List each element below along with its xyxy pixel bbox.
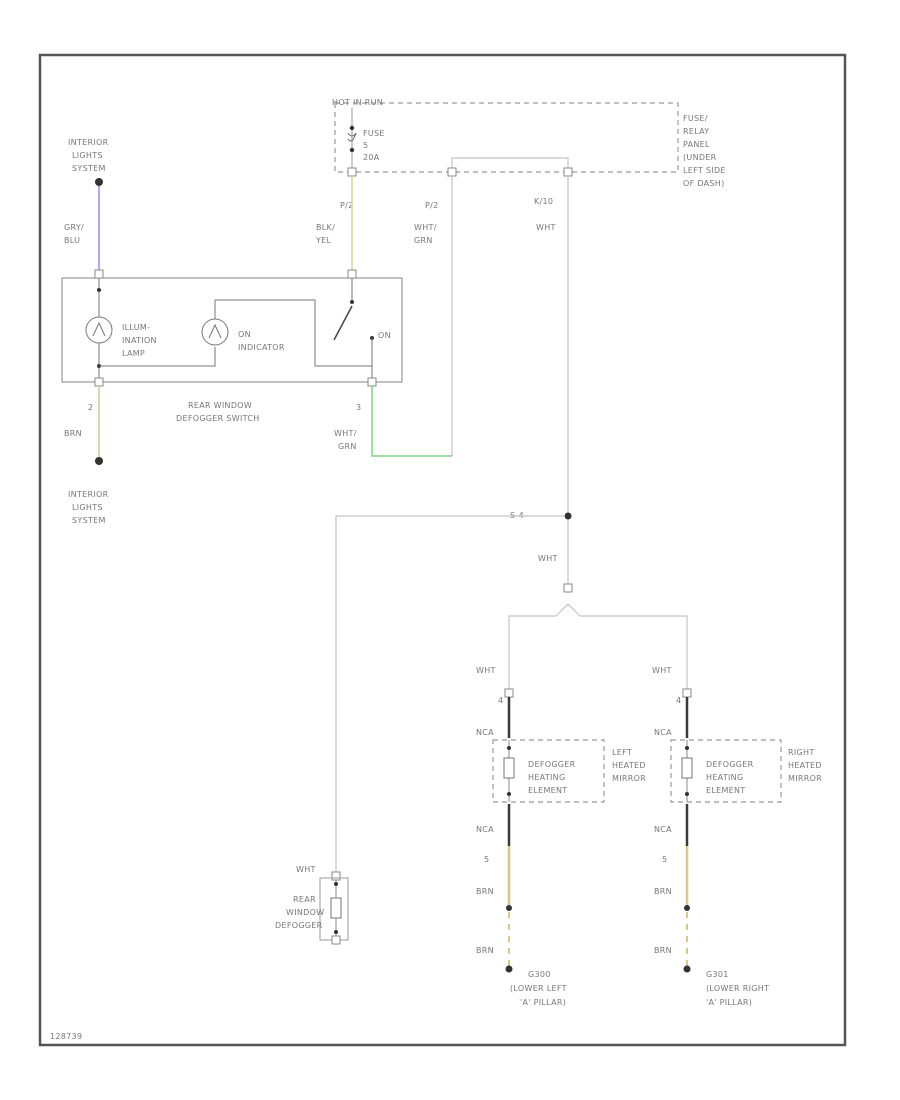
defogger-switch: ILLUM- INATION LAMP ON INDICATOR ON xyxy=(61,269,403,387)
wire-wht-grn-bot-label-2: GRN xyxy=(338,442,357,451)
right-mirror-label-3: MIRROR xyxy=(788,774,822,783)
pin-rm-top: 4 xyxy=(676,696,681,705)
fuse-panel-label-3: PANEL xyxy=(683,140,710,149)
g300-label-3: 'A' PILLAR) xyxy=(520,998,566,1007)
right-element-label: DEFOGGER xyxy=(706,760,754,769)
nca-rm-bot: NCA xyxy=(654,825,672,834)
fuse-label: FUSE xyxy=(363,129,385,138)
fuse-relay-panel: HOT IN RUN FUSE 5 20A FUSE/ RELAY PANEL … xyxy=(332,98,726,188)
pin-p2-mid: P/2 xyxy=(425,201,439,210)
pin-lm-bot: 5 xyxy=(484,855,489,864)
nca-rm-top: NCA xyxy=(654,728,672,737)
on-indicator-label-2: INDICATOR xyxy=(238,343,285,352)
rear-defogger-label: REAR xyxy=(293,895,316,904)
rear-defogger-label-2: WINDOW xyxy=(286,908,324,917)
wire-wht-grn-top-label: WHT/ xyxy=(414,223,437,232)
ground-g300 xyxy=(505,965,513,973)
interior-lights-top-label-2: LIGHTS xyxy=(72,151,103,160)
right-element-label-3: ELEMENT xyxy=(706,786,746,795)
pin-rm-bot: 5 xyxy=(662,855,667,864)
left-element-label-3: ELEMENT xyxy=(528,786,568,795)
illumination-lamp-label: ILLUM- xyxy=(122,323,150,332)
fuse-panel-label-6: OF DASH) xyxy=(683,179,725,188)
left-mirror-label-3: MIRROR xyxy=(612,774,646,783)
left-mirror-label: LEFT xyxy=(612,748,632,757)
g301-label-2: (LOWER RIGHT xyxy=(706,984,769,993)
wire-wht-grn-top-label-2: GRN xyxy=(414,236,433,245)
wire-blk-yel-label-2: YEL xyxy=(315,236,332,245)
wire-wht-rear-label: WHT xyxy=(296,865,316,874)
wire-wht-right-mirror-label: WHT xyxy=(652,666,672,675)
diagram-frame xyxy=(38,53,847,1047)
wire-gry-blu-label-2: BLU xyxy=(64,236,80,245)
fuse-panel-label-2: RELAY xyxy=(683,127,710,136)
left-mirror-label-2: HEATED xyxy=(612,761,646,770)
switch-name-label-2: DEFOGGER SWITCH xyxy=(176,414,260,423)
wire-wht-grn-switch xyxy=(371,386,452,457)
ground-g301 xyxy=(683,965,691,973)
wire-gry-blu-label: GRY/ xyxy=(64,223,84,232)
right-element-label-2: HEATING xyxy=(706,773,743,782)
g301-label: G301 xyxy=(706,970,729,979)
brn-rm-2: BRN xyxy=(654,946,672,955)
pin-p2-left: P/2 xyxy=(340,201,354,210)
interior-lights-bottom-label-3: SYSTEM xyxy=(72,516,106,525)
wire-wht-rear-defogger xyxy=(335,515,565,876)
brn-lm-1: BRN xyxy=(476,887,494,896)
fuse-rating: 20A xyxy=(363,153,380,162)
pin-sw-left: 2 xyxy=(88,403,93,412)
right-mirror-label: RIGHT xyxy=(788,748,815,757)
g300-label-2: (LOWER LEFT xyxy=(510,984,567,993)
ground-dot-bottom xyxy=(95,457,103,465)
right-mirror-label-2: HEATED xyxy=(788,761,822,770)
hot-in-run-label: HOT IN RUN xyxy=(332,98,383,107)
illumination-lamp-label-2: INATION xyxy=(122,336,157,345)
left-element-label: DEFOGGER xyxy=(528,760,576,769)
on-indicator-label: ON xyxy=(238,330,251,339)
ground-dot-top xyxy=(95,178,103,186)
fuse-number: 5 xyxy=(363,141,368,150)
brn-rm-1: BRN xyxy=(654,887,672,896)
wire-blk-yel-label: BLK/ xyxy=(316,223,335,232)
fuse-panel-label: FUSE/ xyxy=(683,114,708,123)
pin-k10: K/10 xyxy=(534,197,553,206)
fuse-panel-label-5: LEFT SIDE xyxy=(683,166,726,175)
g300-label: G300 xyxy=(528,970,551,979)
interior-lights-top-label: INTERIOR xyxy=(68,138,109,147)
pin-sw-right: 3 xyxy=(356,403,361,412)
wire-wht-main-label: WHT xyxy=(536,223,556,232)
wire-branch xyxy=(508,603,688,690)
nca-lm-bot: NCA xyxy=(476,825,494,834)
interior-lights-bottom-label: INTERIOR xyxy=(68,490,109,499)
switch-name-label: REAR WINDOW xyxy=(188,401,252,410)
fuse-panel-label-4: (UNDER xyxy=(683,153,717,162)
brn-lm-2: BRN xyxy=(476,946,494,955)
switch-on-label: ON xyxy=(378,331,391,340)
wire-wht-splice-label: WHT xyxy=(538,554,558,563)
g301-label-3: 'A' PILLAR) xyxy=(706,998,752,1007)
rear-window-defogger xyxy=(319,871,349,945)
interior-lights-top-label-3: SYSTEM xyxy=(72,164,106,173)
splice-s4 xyxy=(564,512,572,520)
interior-lights-bottom-label-2: LIGHTS xyxy=(72,503,103,512)
left-element-label-2: HEATING xyxy=(528,773,565,782)
illumination-lamp-label-3: LAMP xyxy=(122,349,145,358)
wire-wht-left-mirror-label: WHT xyxy=(476,666,496,675)
wire-brn-switch-label: BRN xyxy=(64,429,82,438)
wire-wht-grn-bot-label: WHT/ xyxy=(334,429,357,438)
diagram-id: 128739 xyxy=(50,1032,82,1041)
right-heated-mirror xyxy=(670,739,782,803)
nca-lm-top: NCA xyxy=(476,728,494,737)
pin-lm-top: 4 xyxy=(498,696,503,705)
rear-defogger-label-3: DEFOGGER xyxy=(275,921,323,930)
left-heated-mirror xyxy=(492,739,605,803)
